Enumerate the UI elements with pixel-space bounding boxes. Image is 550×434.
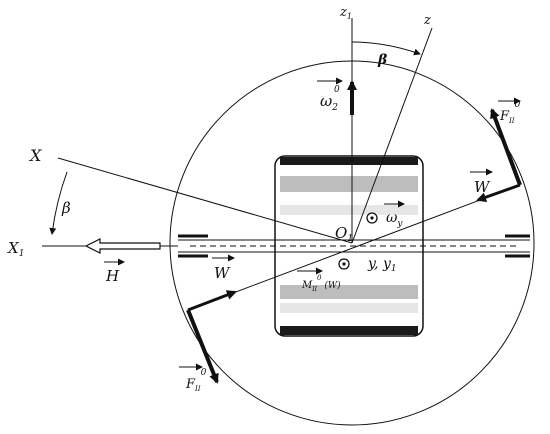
- beta-arc-left: [49, 171, 68, 235]
- label-w-left: W: [214, 264, 231, 282]
- label-h: H: [105, 267, 120, 285]
- vector-bars: [104, 77, 521, 371]
- x-axis: [57, 157, 353, 244]
- roller-body: [274, 155, 424, 337]
- w-line: [187, 184, 521, 311]
- shaft: [178, 234, 530, 258]
- label-y: y, y1: [367, 256, 397, 274]
- label-w-right: W: [474, 178, 491, 196]
- f-bottom-arrow: [186, 309, 219, 384]
- label-f-top: FII0: [499, 100, 521, 125]
- beta-arc-top: [351, 41, 421, 56]
- label-beta-left: β: [61, 199, 71, 217]
- label-z1: z1: [339, 5, 352, 21]
- z-axis: [351, 27, 433, 244]
- omega-y-dot: [366, 212, 378, 224]
- label-omega2: ω20: [320, 85, 340, 113]
- label-moment: MII0 (W): [301, 274, 341, 293]
- label-x1: X1: [7, 239, 24, 259]
- f-top-arrow: [490, 108, 522, 186]
- label-omega-y: ωy: [386, 210, 403, 229]
- label-beta-top: β: [377, 52, 388, 68]
- label-x: X: [28, 146, 42, 165]
- label-z: z: [423, 13, 431, 28]
- moment-dot: [338, 258, 350, 270]
- w-left-arrow: [187, 290, 237, 312]
- label-f-bottom: FII0: [185, 368, 207, 393]
- label-o1: O1: [335, 224, 353, 244]
- w-right-arrow: [476, 183, 521, 203]
- h-arrow: [84, 238, 161, 254]
